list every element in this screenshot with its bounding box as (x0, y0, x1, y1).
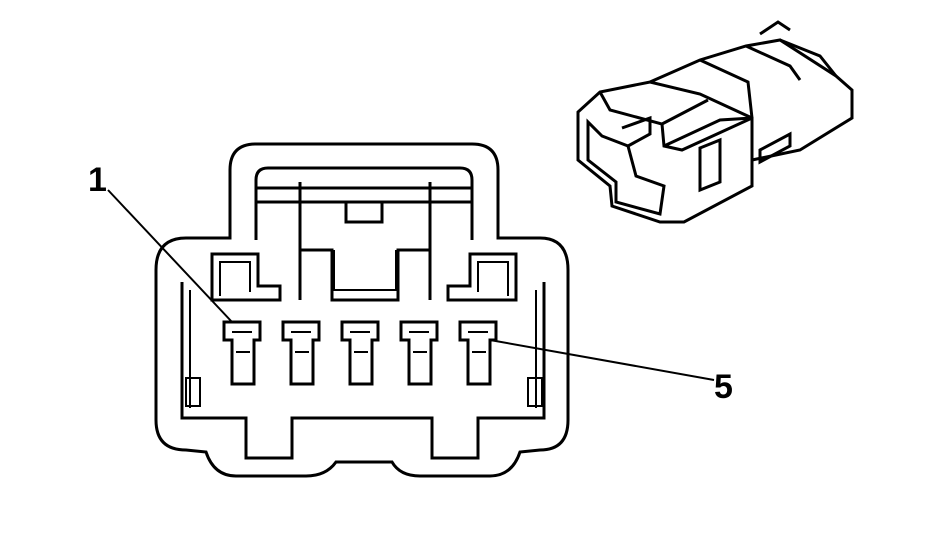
terminal-cavity-3 (340, 320, 380, 386)
cavity-row (222, 320, 498, 386)
housing-inner (254, 166, 474, 240)
terminal-cavity-1 (222, 320, 262, 386)
terminal-cavity-4 (399, 320, 439, 386)
callout-pin-1: 1 (88, 161, 107, 199)
terminal-cavity-2 (281, 320, 321, 386)
housing-outer (154, 142, 570, 478)
callout-pin-5: 5 (714, 368, 733, 406)
latch (256, 182, 472, 302)
leader-line-5 (489, 339, 715, 381)
terminal-cavity-5 (458, 320, 498, 386)
inner-wall (180, 282, 546, 460)
connector-isometric-view (576, 20, 854, 224)
leader-line-1 (107, 189, 233, 323)
